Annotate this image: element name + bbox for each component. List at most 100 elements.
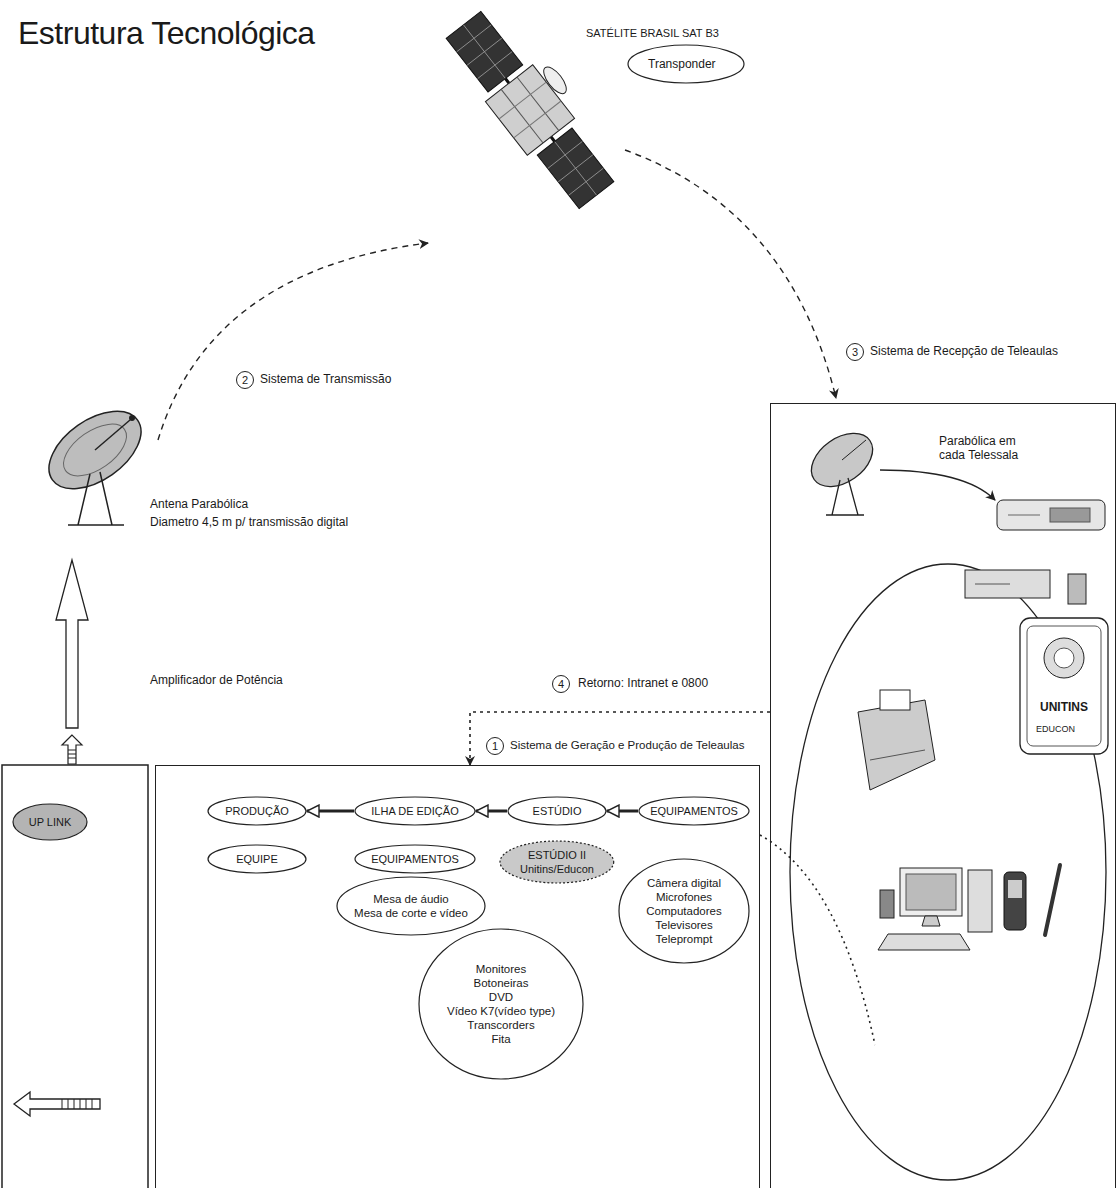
transmission-arrow — [158, 243, 428, 440]
output-arrow — [14, 1092, 100, 1116]
signal-arrow — [880, 470, 995, 500]
computer — [878, 934, 970, 950]
node-label: Botoneiras — [474, 976, 529, 990]
receiver-box — [997, 500, 1105, 530]
transmission-arrow — [158, 243, 428, 440]
return-arrow — [470, 712, 770, 765]
tv-box — [1020, 618, 1108, 754]
antenna-spec: Diametro 4,5 m p/ transmissão digital — [150, 515, 348, 529]
return-dotted-line — [760, 835, 875, 1045]
reception-panel: Parabólica em cada Telessala — [770, 403, 1116, 1188]
node-label: Parabólica em cada Telessala — [939, 434, 1031, 462]
vcr — [965, 570, 1050, 598]
uplink-antenna — [35, 396, 155, 525]
equipment-list-outline — [337, 877, 485, 935]
flow-arrow — [307, 810, 354, 813]
antenna-label: Antena Parabólica — [150, 497, 248, 511]
node-label: DVD — [489, 990, 513, 1004]
flow-arrow — [476, 810, 507, 813]
node-label: Vídeo K7(vídeo type) — [447, 1004, 555, 1018]
callout-number: 4 — [552, 675, 570, 693]
process-oval: EQUIPE — [207, 844, 307, 874]
amplifier-arrow — [62, 735, 82, 764]
satellite — [464, 25, 506, 79]
logo-text: UNITINS — [1040, 700, 1088, 714]
equipment-list: MonitoresBotoneirasDVDVídeo K7(vídeo typ… — [418, 928, 584, 1080]
devices-ellipse — [790, 564, 1106, 1180]
pen — [1045, 865, 1060, 935]
callout-number: 3 — [846, 343, 864, 361]
telessala-dish — [802, 422, 883, 515]
node-label: ESTÚDIO II Unitins/Educon — [517, 848, 597, 876]
equipment-list: Mesa de áudioMesa de corte e vídeo — [336, 876, 486, 936]
node-label: Transcorders — [467, 1018, 534, 1032]
system-label: Sistema de Transmissão — [260, 372, 391, 386]
signal-arrow — [880, 470, 995, 500]
amplifier-arrow — [56, 560, 88, 728]
node-label: Televisores — [655, 918, 713, 932]
node-label: EQUIPAMENTOS — [650, 804, 738, 818]
computer — [968, 870, 992, 932]
system-label: Sistema de Recepção de Teleaulas — [870, 344, 1058, 358]
node-label: Transponder — [648, 57, 716, 71]
node-label: Microfones — [656, 890, 712, 904]
node-label: Monitores — [476, 962, 527, 976]
uplink-antenna — [55, 414, 136, 486]
tv-box — [1020, 618, 1108, 754]
process-oval: ESTÚDIO — [507, 796, 607, 826]
satellite-callout: SATÉLITE BRASIL SAT B3Transponder — [586, 26, 751, 88]
output-arrow — [62, 1099, 92, 1109]
process-oval-outline — [639, 797, 749, 825]
node-label: ILHA DE EDIÇÃO — [371, 804, 458, 818]
equipment-list-outline — [336, 876, 486, 936]
uplink-panel — [2, 765, 148, 1188]
uplink-antenna — [68, 472, 124, 525]
computer — [922, 916, 940, 926]
node-label: UP LINK — [29, 815, 72, 829]
uplink-oval-outline — [13, 804, 87, 840]
satellite — [499, 82, 546, 119]
node-label: PRODUÇÃO — [225, 804, 289, 818]
equipment-list-outline — [418, 928, 584, 1080]
node-label: Computadores — [646, 904, 721, 918]
satellite — [555, 142, 597, 196]
mobile-phone — [1004, 872, 1026, 930]
amplifier-arrow — [68, 750, 76, 758]
satellite — [537, 128, 614, 209]
tv-box — [1044, 638, 1084, 678]
receiver-box — [1050, 508, 1090, 522]
vcr — [965, 570, 1086, 604]
edge-label: Retorno: Intranet e 0800 — [576, 676, 710, 690]
equipment-list-outline — [419, 929, 583, 1079]
studio-oval: ESTÚDIO II Unitins/Educon — [499, 840, 615, 884]
tv-box — [1054, 648, 1074, 668]
logo-subtext: EDUCON — [1036, 722, 1075, 736]
telessala-dish — [802, 422, 883, 497]
callout-number: 2 — [236, 371, 254, 389]
uplink-antenna — [95, 420, 130, 450]
reception-arrow — [625, 150, 836, 398]
devices-ellipse — [790, 564, 1106, 1180]
computer — [880, 890, 894, 918]
node-label: Sistema de Geração e Produção de Teleaul… — [510, 738, 744, 752]
telessala-dish — [826, 478, 864, 515]
computer — [900, 868, 962, 916]
satellite — [551, 137, 555, 142]
studio-oval-outline — [499, 840, 615, 884]
output-arrow — [14, 1092, 100, 1116]
printer — [858, 690, 935, 790]
printer — [858, 700, 935, 790]
printer — [880, 690, 910, 710]
amplifier-label: Amplificador de Potência — [150, 673, 283, 687]
tv-box — [1027, 626, 1101, 746]
satellite — [540, 63, 571, 97]
diagram-title: Estrutura Tecnológica — [18, 14, 315, 52]
equipment-list: Câmera digitalMicrofonesComputadoresTele… — [618, 858, 750, 964]
uplink-panel — [2, 765, 148, 1188]
node-label: EQUIPE — [236, 852, 278, 866]
node-label: EQUIPAMENTOS — [371, 852, 459, 866]
equipment-list-outline — [619, 859, 749, 963]
process-oval: ILHA DE EDIÇÃO — [354, 796, 476, 826]
uplink-antenna — [129, 415, 135, 421]
process-oval-outline — [208, 797, 306, 825]
